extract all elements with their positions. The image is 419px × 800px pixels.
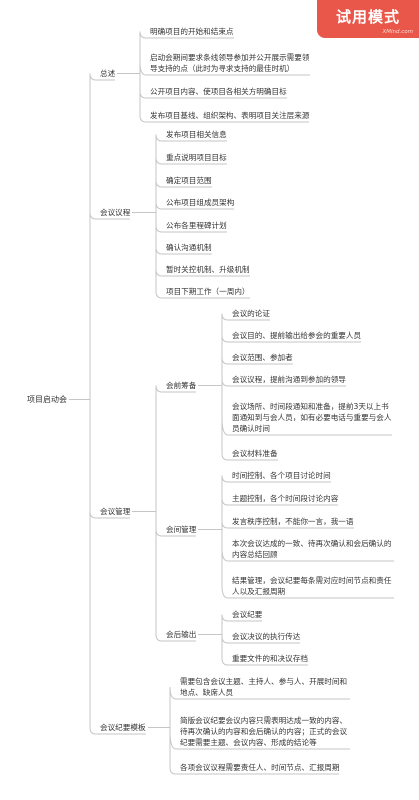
root-node[interactable]: 项目启动会 [27, 395, 67, 404]
connector-line [155, 134, 227, 142]
overview-item[interactable]: 发布项目基线、组织架构、表明项目关注层来源 [150, 111, 310, 120]
connector-line [221, 498, 338, 506]
template-item[interactable]: 需要包含会议主题、主持人、参与人、开展时间和地点、缺席人员 [180, 677, 348, 697]
connector-line [155, 529, 196, 537]
agenda-item[interactable]: 暂时关控机制、升级机制 [166, 265, 250, 274]
pre-meeting-item[interactable]: 会议材料准备 [232, 449, 278, 458]
connector-line [155, 247, 212, 255]
connector-line [155, 157, 227, 165]
pre-meeting-item[interactable]: 会议议程，提前沟通到参加的领导 [232, 375, 346, 384]
connector-line [221, 636, 300, 644]
agenda-item[interactable]: 发布项目相关信息 [166, 130, 227, 139]
connector-line [89, 73, 115, 81]
agenda-item[interactable]: 确认沟通机制 [166, 243, 212, 252]
branch-meeting-management[interactable]: 会议管理 [100, 507, 131, 516]
group-post-meeting[interactable]: 会后输出 [166, 630, 197, 639]
connector-line [221, 614, 262, 622]
connector-line [155, 180, 212, 188]
connector-line [169, 731, 350, 750]
post-meeting-item[interactable]: 会议纪要 [232, 610, 263, 619]
connector-line [155, 385, 196, 393]
pre-meeting-item[interactable]: 会议的论证 [232, 309, 270, 318]
connector-line [221, 313, 270, 321]
in-meeting-item[interactable]: 结果管理，会议纪要每条需对应时间节点和责任人以及汇报周期 [232, 576, 392, 596]
branch-overview[interactable]: 总述 [100, 69, 116, 78]
agenda-item[interactable]: 公布各里程碑计划 [166, 221, 227, 230]
connector-line [169, 767, 339, 775]
connector-line [89, 511, 130, 519]
branch-minutes-template[interactable]: 会议纪要模板 [100, 723, 146, 732]
overview-item[interactable]: 公开项目内容、使项目各相关方明确目标 [150, 87, 287, 96]
pre-meeting-item[interactable]: 会议范围、参加者 [232, 353, 293, 362]
connector-line [169, 686, 350, 700]
xmind-label: XMind.com [382, 29, 413, 35]
post-meeting-item[interactable]: 会议决议的执行传达 [232, 632, 301, 641]
connector-line [221, 357, 293, 365]
in-meeting-item[interactable]: 发言秩序控制，不能你一言，我一语 [232, 517, 354, 526]
connector-line [139, 91, 287, 99]
pre-meeting-item[interactable]: 会议场所、时间段通知和准备，提前3天以上书面通知到与会人员，如有必要电话与重要与… [232, 402, 392, 433]
in-meeting-item[interactable]: 本次会议达成的一致、待再次确认和会后确认的内容总结回顾 [232, 539, 392, 559]
connector-line [89, 727, 146, 735]
connector-line [221, 585, 394, 599]
overview-item[interactable]: 启动会期间要求条线领导参加并公开展示需要领导支持的点（此时为寻求支持的最佳时机） [150, 53, 310, 73]
trial-mode-badge[interactable]: 试用模式 XMind.com [317, 0, 419, 38]
connector-line [155, 291, 250, 299]
connector-line [221, 417, 392, 436]
trial-mode-label: 试用模式 [335, 8, 400, 26]
connector-line [221, 379, 346, 387]
connector-line [155, 202, 234, 210]
connector-line [221, 658, 308, 666]
connector-line [139, 31, 234, 39]
agenda-item[interactable]: 公布项目组成员架构 [166, 198, 235, 207]
agenda-item[interactable]: 重点说明项目目标 [166, 153, 227, 162]
template-item[interactable]: 各项会议议程需要责任人、时间节点、汇报周期 [180, 763, 340, 772]
template-item[interactable]: 简版会议纪要会议内容只需表明达成一致的内容、待再次确认的内容和会后确认的内容；正… [180, 716, 348, 747]
branch-agenda[interactable]: 会议议程 [100, 208, 131, 217]
connector-line [139, 115, 309, 123]
overview-item[interactable]: 明确项目的开始和结束点 [150, 27, 234, 36]
connector-line [221, 335, 361, 343]
connector-line [221, 548, 394, 562]
group-pre-meeting[interactable]: 会前筹备 [166, 381, 197, 390]
connector-line [139, 62, 310, 76]
in-meeting-item[interactable]: 时间控制、各个项目讨论时间 [232, 471, 331, 480]
agenda-item[interactable]: 确定项目范围 [166, 176, 212, 185]
connector-line [155, 634, 196, 642]
post-meeting-item[interactable]: 重要文件的和决议存档 [232, 654, 308, 663]
in-meeting-item[interactable]: 主题控制，各个时间段讨论内容 [232, 494, 339, 503]
pre-meeting-item[interactable]: 会议目的、提前输出给参会的重要人员 [232, 331, 362, 340]
connector-line [221, 475, 331, 483]
agenda-item[interactable]: 项目下期工作（一周内） [166, 287, 250, 296]
connector-line [155, 269, 250, 277]
connector-line [221, 453, 278, 461]
connector-line [155, 225, 227, 233]
connector-line [221, 521, 354, 529]
connector-line [89, 212, 130, 220]
group-in-meeting[interactable]: 会间管理 [166, 525, 197, 534]
